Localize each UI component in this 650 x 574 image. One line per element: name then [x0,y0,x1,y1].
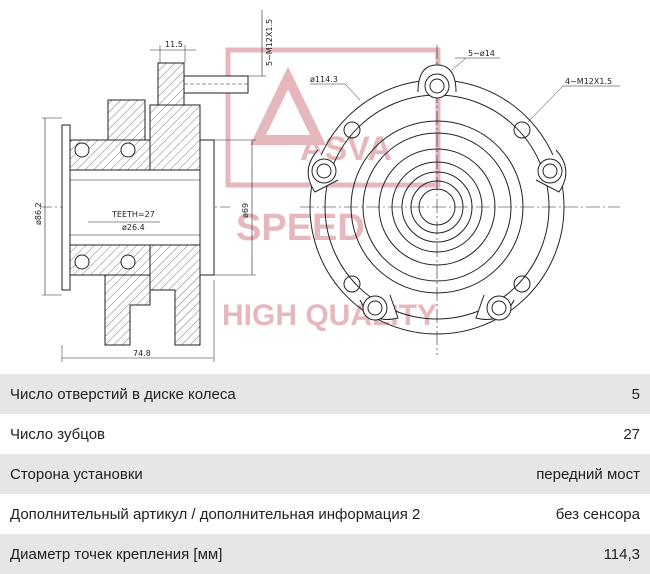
technical-drawing: ASVA SPEED HIGH QUALITY [34,10,620,362]
spec-row-teeth: Число зубцов 27 [0,414,650,454]
spec-label: Число зубцов [10,425,106,443]
watermark-logo-shape [250,66,326,145]
spec-value: 27 [623,425,640,443]
watermark-brand-sub: SPEED [236,207,365,249]
side-view-labels: 11.5 5−M12X1.5 ø86.2 ø69 TEETH=27 ø26.4 … [34,19,274,358]
dim-outer-diameter: ø86.2 [34,202,43,225]
spec-value: без сенсора [555,505,640,523]
spec-row-wheel-holes: Число отверстий в диске колеса 5 [0,374,650,414]
side-section-view [40,10,266,362]
dim-teeth: TEETH=27 [111,210,155,219]
dim-holes: 5−ø14 [468,49,495,58]
spec-value: 114,3 [603,545,640,563]
dim-mount-thread: 4−M12X1.5 [565,77,612,86]
watermark: ASVA SPEED HIGH QUALITY [222,47,441,332]
spec-row-install-side: Сторона установки передний мост [0,454,650,494]
watermark-tagline: HIGH QUALITY [222,299,437,332]
spec-value: передний мост [536,465,640,483]
dim-overall-length: 74.8 [133,349,151,358]
front-view-labels: 5−ø14 4−M12X1.5 ø114.3 [310,49,612,86]
spec-label: Диаметр точек крепления [мм] [10,545,223,563]
dim-bore-diameter: ø69 [241,203,250,218]
dim-flange-width: 11.5 [165,40,183,49]
watermark-frame [225,47,441,188]
spec-row-mount-diameter: Диаметр точек крепления [мм] 114,3 [0,534,650,574]
spec-row-extra-info: Дополнительный артикул / дополнительная … [0,494,650,534]
spec-value: 5 [631,385,640,403]
spec-label: Дополнительный артикул / дополнительная … [10,505,421,523]
dim-spline-diameter: ø26.4 [122,223,145,232]
dim-pcd: ø114.3 [310,75,338,84]
specs-table: Число отверстий в диске колеса 5 Число з… [0,374,650,574]
dim-thread-stud: 5−M12X1.5 [265,19,274,66]
spec-label: Сторона установки [10,465,143,483]
spec-label: Число отверстий в диске колеса [10,385,236,403]
front-view [300,45,620,355]
